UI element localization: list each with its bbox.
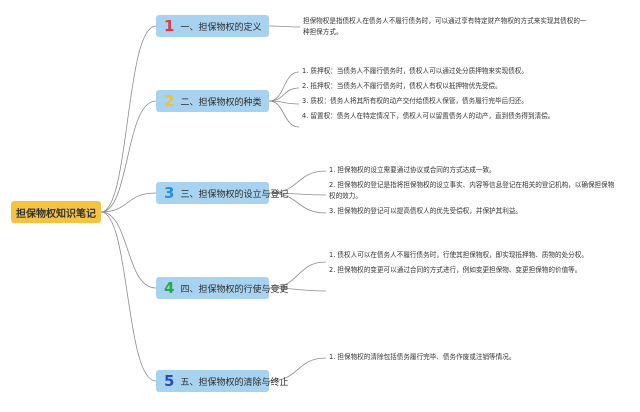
branch-node-4[interactable]: 4 四、担保物权的行使与变更 bbox=[156, 277, 288, 299]
branch-node-3[interactable]: 3 三、担保物权的设立与登记 bbox=[156, 182, 288, 204]
edge-root-branch-5 bbox=[100, 211, 157, 382]
branch-label-5: 五、担保物权的清除与终止 bbox=[180, 377, 289, 388]
edge-root-branch-3 bbox=[100, 192, 157, 213]
leaf-text: 4. 留置权：债务人在特定情况下，债权人可以留置债务人的动产，直到债务得到清偿。 bbox=[302, 112, 555, 120]
leaf-text: 2. 抵押权：当债务人不履行债务时，债权人有权以抵押物优先受偿。 bbox=[302, 82, 502, 90]
leaf-text: 1. 担保物权的清除包括债务履行完毕、债务作废或注销等情况。 bbox=[329, 353, 516, 361]
branch-1-notes: 担保物权是指债权人在债务人不履行债务时，可以通过享有特定财产物权的方式来实现其债… bbox=[303, 16, 593, 42]
branch-3-notes: 1. 担保物权的设立需要通过协议或合同的方式达成一致。 2. 担保物权的登记是指… bbox=[329, 165, 619, 221]
branch-label-3: 三、担保物权的设立与登记 bbox=[180, 189, 289, 200]
root-label: 担保物权知识笔记 bbox=[16, 208, 96, 220]
edge-branch-3-leaf-3 bbox=[268, 192, 327, 214]
edge-branch-3-leaf-2 bbox=[268, 192, 327, 196]
branch-number-1: 1 bbox=[164, 16, 175, 35]
edge-branch-4-leaf-1 bbox=[268, 261, 327, 289]
edge-root-branch-4 bbox=[100, 211, 157, 289]
edge-branch-5-leaf-1 bbox=[268, 357, 327, 382]
branch-4-notes: 1. 债权人可以在债务人不履行债务时，行使其担保物权，即实现抵押物、质物的处分权… bbox=[329, 250, 619, 280]
branch-number-2: 2 bbox=[164, 91, 175, 110]
leaf-text: 担保物权是指债权人在债务人不履行债务时，可以通过享有特定财产物权的方式来实现其债… bbox=[303, 17, 587, 36]
branch-number-3: 3 bbox=[164, 183, 175, 202]
leaf-text: 1. 质押权：当债务人不履行债务时，债权人可以通过处分质押物来实现债权。 bbox=[302, 67, 528, 75]
edge-branch-3-leaf-1 bbox=[268, 170, 327, 194]
edge-branch-1-leaf-1 bbox=[268, 25, 301, 28]
edge-root-branch-1 bbox=[100, 25, 157, 213]
leaf-text: 3. 质权：债务人将其所有权的动产交付给债权人保管，债务履行完毕后归还。 bbox=[302, 97, 528, 105]
edge-branch-4-leaf-2 bbox=[268, 287, 327, 292]
leaf-text: 3. 担保物权的登记可以提高债权人的优先受偿权，并保护其利益。 bbox=[329, 207, 523, 215]
branch-label-4: 四、担保物权的行使与变更 bbox=[180, 284, 289, 295]
branch-5-notes: 1. 担保物权的清除包括债务履行完毕、债务作废或注销等情况。 bbox=[329, 352, 619, 367]
branch-number-5: 5 bbox=[164, 371, 175, 390]
leaf-text: 2. 担保物权的登记是指将担保物权的设立事实、内容等信息登记在相关的登记机构，以… bbox=[329, 181, 615, 200]
branch-label-2: 二、担保物权的种类 bbox=[180, 97, 262, 108]
leaf-text: 1. 担保物权的设立需要通过协议或合同的方式达成一致。 bbox=[329, 166, 496, 174]
leaf-text: 1. 债权人可以在债务人不履行债务时，行使其担保物权，即实现抵押物、质物的处分权… bbox=[329, 251, 588, 259]
branch-number-4: 4 bbox=[164, 278, 175, 297]
branch-node-2[interactable]: 2 二、担保物权的种类 bbox=[156, 90, 269, 112]
edge-branch-2-leaf-2 bbox=[268, 87, 300, 102]
branch-node-1[interactable]: 1 一、担保物权的定义 bbox=[156, 15, 269, 37]
leaf-text: 2. 担保物权的变更可以通过合同的方式进行，例如变更担保物、变更担保物的价值等。 bbox=[329, 266, 582, 274]
edge-root-branch-2 bbox=[100, 100, 157, 213]
branch-label-1: 一、担保物权的定义 bbox=[180, 22, 262, 33]
root-node[interactable]: 担保物权知识笔记 bbox=[11, 201, 101, 223]
edge-branch-2-leaf-1 bbox=[268, 71, 300, 102]
edge-branch-2-leaf-4 bbox=[268, 100, 300, 128]
branch-2-notes: 1. 质押权：当债务人不履行债务时，债权人可以通过处分质押物来实现债权。 2. … bbox=[302, 66, 570, 126]
branch-node-5[interactable]: 5 五、担保物权的清除与终止 bbox=[156, 370, 288, 392]
